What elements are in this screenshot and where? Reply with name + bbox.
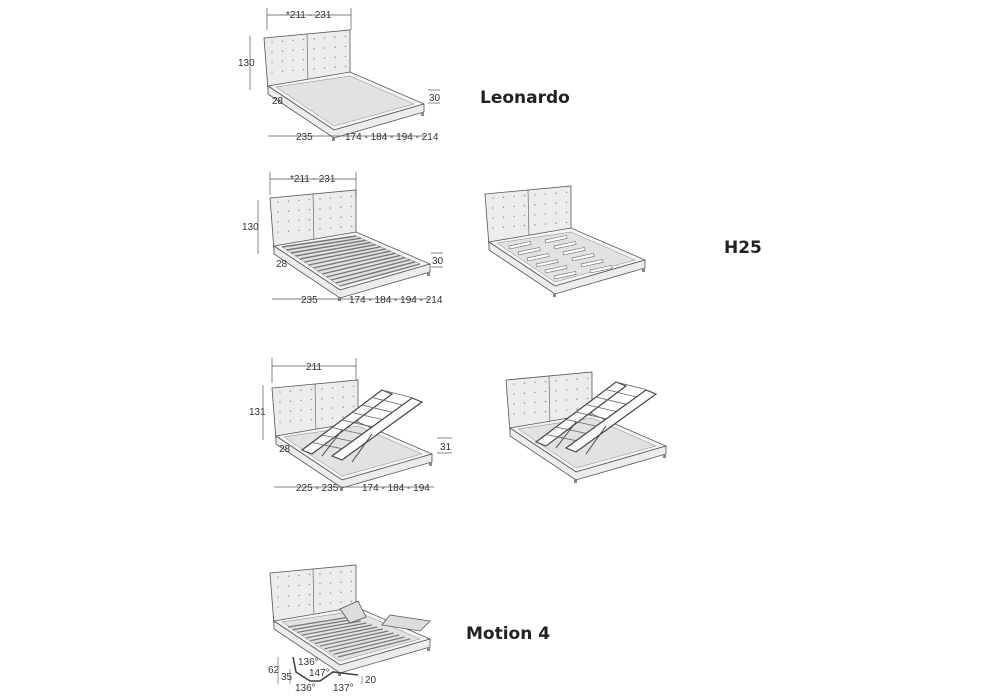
dim-base: 30	[432, 256, 444, 267]
dim-length: 235	[296, 132, 313, 143]
dim-h-total: 62	[268, 665, 280, 676]
h25-diagram: *211 - 231 130 28 30 235 174 - 184 - 194…	[242, 172, 762, 306]
dim-h-low: 35	[281, 672, 293, 683]
dim-foot: 28	[279, 444, 291, 455]
angle-head: 136°	[298, 657, 319, 668]
bed-h25-slats	[269, 189, 432, 301]
leonardo-diagram: *211 - 231 130 28 30 235 174 - 184 - 194…	[238, 8, 570, 143]
dim-width: 211	[306, 362, 322, 373]
angle-mid: 147°	[309, 668, 330, 679]
dim-height: 130	[238, 58, 255, 69]
dim-foot: 28	[272, 96, 284, 107]
motion-diagram: 62 35 136° 147° 136° 137° 20 Motion 4	[268, 624, 550, 694]
dim-width: *211 - 231	[286, 10, 332, 21]
dim-foot: 28	[276, 259, 288, 270]
dim-height: 131	[249, 407, 266, 418]
dim-h-leg: 20	[365, 675, 377, 686]
dim-base: 31	[440, 442, 452, 453]
angle-back: 136°	[295, 683, 316, 694]
bed-leonardo	[263, 29, 426, 141]
model-title-leonardo: Leonardo	[480, 88, 570, 108]
dim-height: 130	[242, 222, 259, 233]
bed-h25-panels	[484, 185, 647, 297]
storage-diagram: 211 131 28 31 225 - 235 174 - 184 - 194	[249, 358, 452, 494]
model-title-motion4: Motion 4	[466, 624, 550, 644]
dim-length: 235	[301, 295, 318, 306]
dim-widths: 174 - 184 - 194 - 214	[349, 295, 443, 306]
bed-storage-open	[505, 371, 668, 483]
angle-leg: 137°	[333, 683, 354, 694]
dim-base: 30	[429, 93, 441, 104]
dim-widths: 174 - 184 - 194 - 214	[345, 132, 439, 143]
bed-motion4	[269, 564, 432, 676]
model-title-h25: H25	[724, 238, 762, 258]
dim-width: *211 - 231	[290, 174, 336, 185]
dim-length: 225 - 235	[296, 483, 339, 494]
bed-storage-dimensioned	[271, 379, 434, 491]
dim-widths: 174 - 184 - 194	[362, 483, 430, 494]
